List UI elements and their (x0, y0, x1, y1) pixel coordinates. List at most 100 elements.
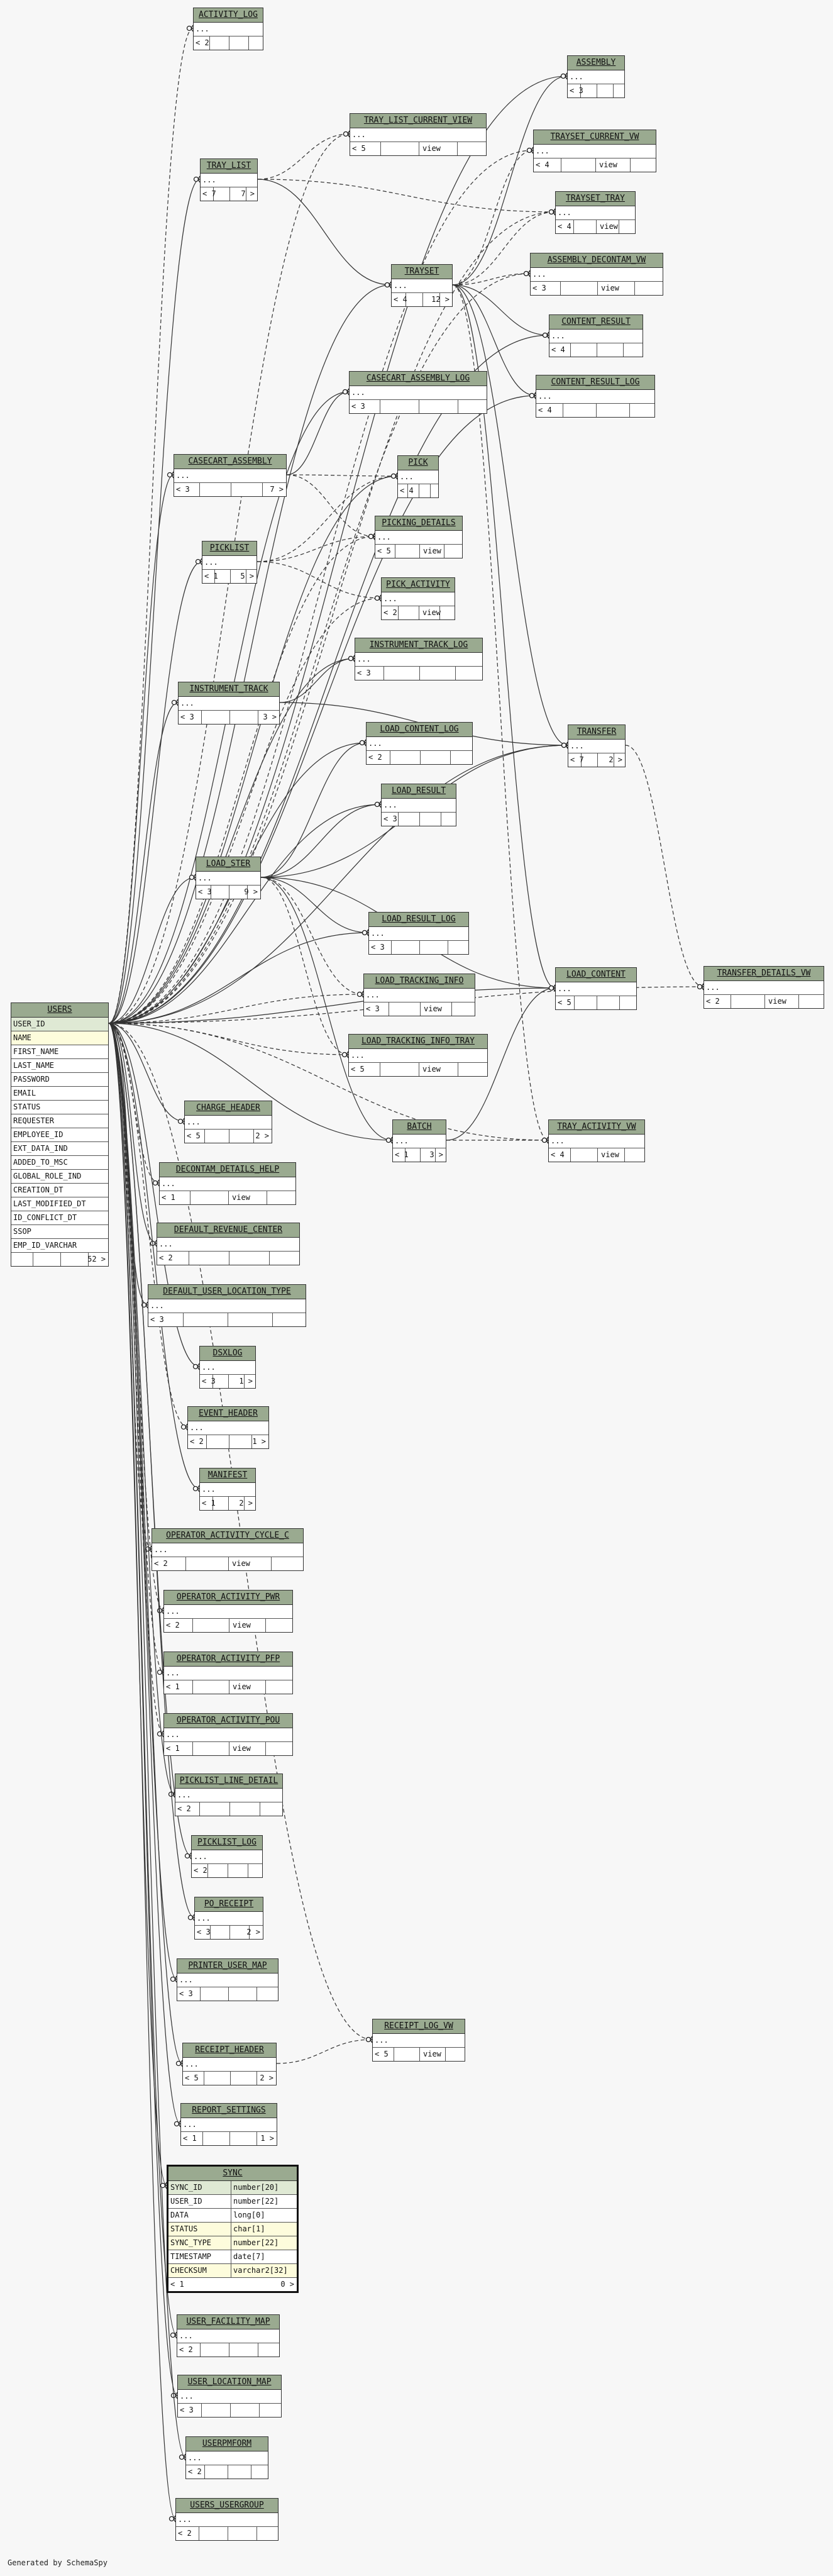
table-title[interactable]: RECEIPT_LOG_VW (373, 2019, 465, 2034)
table-name[interactable]: CONTENT_RESULT (561, 317, 631, 326)
table-title[interactable]: PICKLIST_LINE_DETAIL (175, 1774, 282, 1789)
table-title[interactable]: INSTRUMENT_TRACK_LOG (355, 638, 482, 653)
table-title[interactable]: TRANSFER (568, 725, 625, 740)
table-name[interactable]: PO_RECEIPT (204, 1899, 254, 1909)
table-name[interactable]: LOAD_CONTENT_LOG (380, 724, 459, 734)
table-name[interactable]: CONTENT_RESULT_LOG (551, 377, 640, 387)
table-title[interactable]: DEFAULT_USER_LOCATION_TYPE (148, 1285, 306, 1299)
table-title[interactable]: PICK_ACTIVITY (382, 578, 455, 592)
table-load-content-log[interactable]: LOAD_CONTENT_LOG...< 2 (366, 722, 473, 765)
table-name[interactable]: DEFAULT_USER_LOCATION_TYPE (163, 1287, 291, 1296)
table-title[interactable]: LOAD_RESULT (382, 784, 456, 799)
table-name[interactable]: TRAYSET_TRAY (566, 194, 625, 203)
table-name[interactable]: CASECART_ASSEMBLY (188, 457, 272, 466)
table-load-result[interactable]: LOAD_RESULT...< 3 (381, 784, 456, 826)
table-title[interactable]: PO_RECEIPT (195, 1897, 263, 1912)
table-title[interactable]: OPERATOR_ACTIVITY_CYCLE_C (152, 1529, 303, 1543)
table-name[interactable]: EVENT_HEADER (199, 1409, 258, 1418)
table-title[interactable]: CHARGE_HEADER (185, 1101, 272, 1116)
table-name[interactable]: TRAYSET_CURRENT_VW (550, 132, 639, 142)
table-title[interactable]: LOAD_CONTENT (556, 968, 636, 982)
table-name[interactable]: SYNC (223, 2168, 243, 2178)
table-name[interactable]: PRINTER_USER_MAP (188, 1961, 267, 1970)
table-name[interactable]: REPORT_SETTINGS (192, 2106, 266, 2115)
table-default-user-location-type[interactable]: DEFAULT_USER_LOCATION_TYPE...< 3 (148, 1284, 306, 1327)
table-load-content[interactable]: LOAD_CONTENT...< 5 (555, 967, 637, 1010)
table-name[interactable]: LOAD_TRACKING_INFO (375, 976, 464, 985)
table-title[interactable]: MANIFEST (200, 1468, 255, 1483)
table-title[interactable]: TRAY_LIST_CURRENT_VIEW (350, 114, 486, 128)
table-content-result[interactable]: CONTENT_RESULT...< 4 (549, 314, 643, 357)
table-title[interactable]: USER_LOCATION_MAP (178, 2375, 281, 2390)
table-cassemblylog[interactable]: CASECART_ASSEMBLY_LOG...< 3 (349, 371, 487, 414)
table-title[interactable]: REPORT_SETTINGS (181, 2104, 277, 2118)
table-name[interactable]: USER_FACILITY_MAP (186, 2317, 270, 2326)
table-title[interactable]: LOAD_TRACKING_INFO_TRAY (349, 1035, 487, 1049)
table-title[interactable]: SYNC (168, 2167, 297, 2181)
table-pick[interactable]: PICK...< 4 (397, 455, 439, 498)
table-name[interactable]: OPERATOR_ACTIVITY_PWR (176, 1592, 280, 1602)
table-title[interactable]: INSTRUMENT_TRACK (179, 682, 279, 697)
table-title[interactable]: BATCH (393, 1120, 446, 1135)
table-name[interactable]: TRAY_LIST_CURRENT_VIEW (363, 116, 473, 125)
table-title[interactable]: OPERATOR_ACTIVITY_PWR (164, 1591, 292, 1605)
table-user-location-map[interactable]: USER_LOCATION_MAP...< 3 (177, 2375, 282, 2418)
table-name[interactable]: TRAYSET (404, 267, 439, 276)
table-title[interactable]: ACTIVITY_LOG (194, 8, 263, 23)
table-name[interactable]: BATCH (407, 1122, 432, 1131)
table-title[interactable]: ASSEMBLY_DECONTAM_VW (531, 253, 663, 268)
table-title[interactable]: CASECART_ASSEMBLY_LOG (350, 372, 487, 386)
table-name[interactable]: INSTRUMENT_TRACK_LOG (369, 640, 468, 650)
table-name[interactable]: ACTIVITY_LOG (199, 10, 258, 19)
table-name[interactable]: INSTRUMENT_TRACK (189, 684, 268, 694)
table-content-result-log[interactable]: CONTENT_RESULT_LOG...< 4 (536, 375, 655, 418)
table-name[interactable]: ASSEMBLY (576, 58, 616, 67)
table-name[interactable]: TRAY_LIST (206, 161, 251, 170)
table-name[interactable]: PICK (408, 458, 428, 467)
table-user-facility-map[interactable]: USER_FACILITY_MAP...< 2 (177, 2314, 280, 2357)
table-name[interactable]: LOAD_RESULT_LOG (382, 914, 456, 924)
table-title[interactable]: CASECART_ASSEMBLY (174, 455, 286, 469)
table-name[interactable]: CHARGE_HEADER (196, 1103, 260, 1113)
table-picklist-log[interactable]: PICKLIST_LOG...< 2 (191, 1835, 263, 1878)
table-name[interactable]: USER_LOCATION_MAP (187, 2377, 272, 2387)
table-load-result-log[interactable]: LOAD_RESULT_LOG...< 3 (368, 912, 469, 955)
table-title[interactable]: LOAD_STER (196, 857, 260, 872)
table-title[interactable]: USERPMFORM (186, 2437, 268, 2451)
table-activity-log[interactable]: ACTIVITY_LOG...< 2 (193, 8, 263, 50)
table-name[interactable]: RECEIPT_HEADER (195, 2045, 264, 2055)
table-name[interactable]: TRAY_ACTIVITY_VW (557, 1122, 636, 1131)
table-title[interactable]: ASSEMBLY (568, 56, 624, 70)
table-title[interactable]: TRANSFER_DETAILS_VW (704, 967, 824, 981)
table-name[interactable]: TRANSFER (576, 727, 617, 736)
table-title[interactable]: OPERATOR_ACTIVITY_POU (164, 1714, 292, 1728)
table-title[interactable]: PICKLIST (202, 541, 257, 556)
table-assembly[interactable]: ASSEMBLY...< 3 (567, 55, 625, 98)
table-name[interactable]: RECEIPT_LOG_VW (384, 2021, 453, 2031)
table-title[interactable]: LOAD_TRACKING_INFO (364, 974, 475, 989)
table-name[interactable]: ASSEMBLY_DECONTAM_VW (547, 255, 646, 265)
table-title[interactable]: LOAD_CONTENT_LOG (367, 723, 472, 737)
table-name[interactable]: CASECART_ASSEMBLY_LOG (366, 374, 470, 383)
